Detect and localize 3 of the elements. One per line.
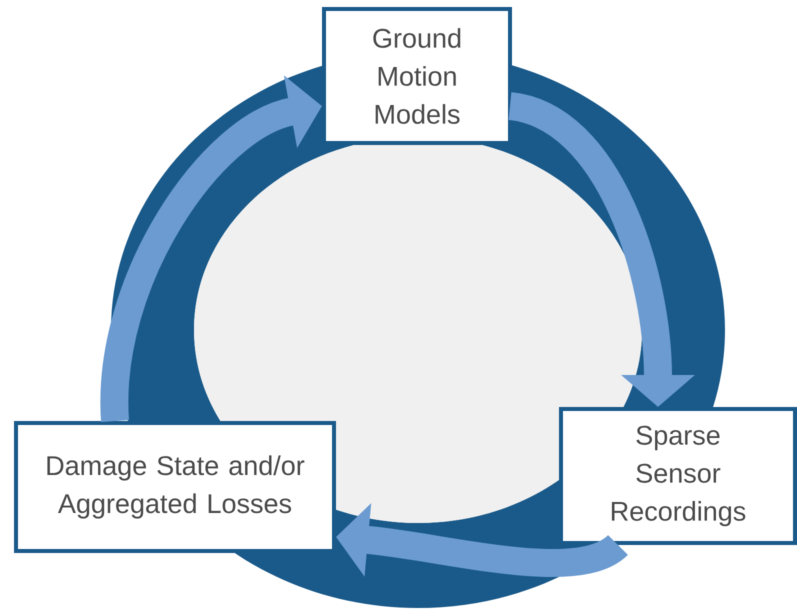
process-box: Sparse Sensor Recordings: [559, 407, 797, 545]
process-box: Ground Motion Models: [322, 7, 512, 145]
process-box: Damage State and/or Aggregated Losses: [14, 421, 336, 553]
